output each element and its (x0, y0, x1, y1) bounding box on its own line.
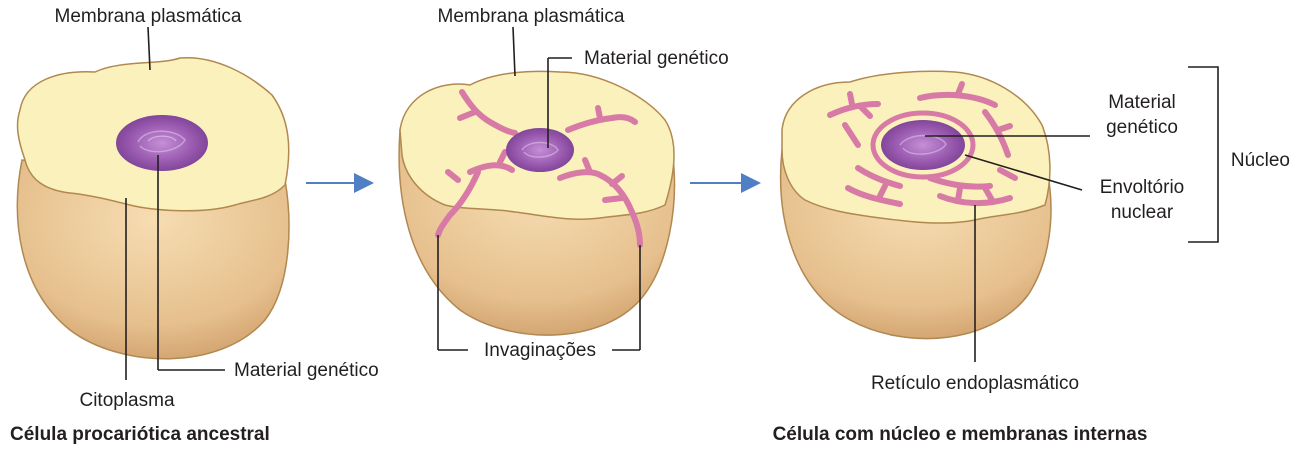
label-nucleo: Núcleo (1231, 150, 1290, 171)
captions: Célula procariótica ancestral Célula com… (10, 424, 1147, 445)
caption-right: Célula com núcleo e membranas internas (773, 424, 1148, 445)
label-reticulo: Retículo endoplasmático (871, 373, 1079, 394)
cell2-genetic-material (506, 128, 574, 172)
caption-left: Célula procariótica ancestral (10, 424, 270, 445)
label-membrana-1: Membrana plasmática (55, 6, 242, 27)
label-membrana-2: Membrana plasmática (438, 6, 625, 27)
label-material-1: Material genético (234, 360, 379, 381)
cell-eukaryote (779, 70, 1052, 340)
cell3-endoplasmic-reticulum (827, 81, 1018, 207)
labels: Membrana plasmática Membrana plasmática … (55, 6, 1290, 411)
cell3-genetic-material (881, 120, 965, 170)
cell2-membranes (435, 89, 643, 248)
label-invaginacoes: Invaginações (484, 340, 596, 361)
cell-prokaryote (16, 56, 290, 360)
label-material-3-line2: genético (1106, 117, 1178, 138)
cell1-body (16, 159, 290, 360)
leader-lines (125, 26, 1219, 380)
label-citoplasma: Citoplasma (79, 390, 174, 411)
label-material-2: Material genético (584, 48, 729, 69)
label-envoltorio-line1: Envoltório (1100, 177, 1185, 198)
label-material-3-line1: Material (1108, 92, 1176, 113)
cell3-nuclear-envelope (870, 110, 976, 180)
label-envoltorio-line2: nuclear (1111, 202, 1174, 223)
cell-invaginations (398, 70, 676, 336)
cell1-genetic-material (116, 115, 208, 171)
